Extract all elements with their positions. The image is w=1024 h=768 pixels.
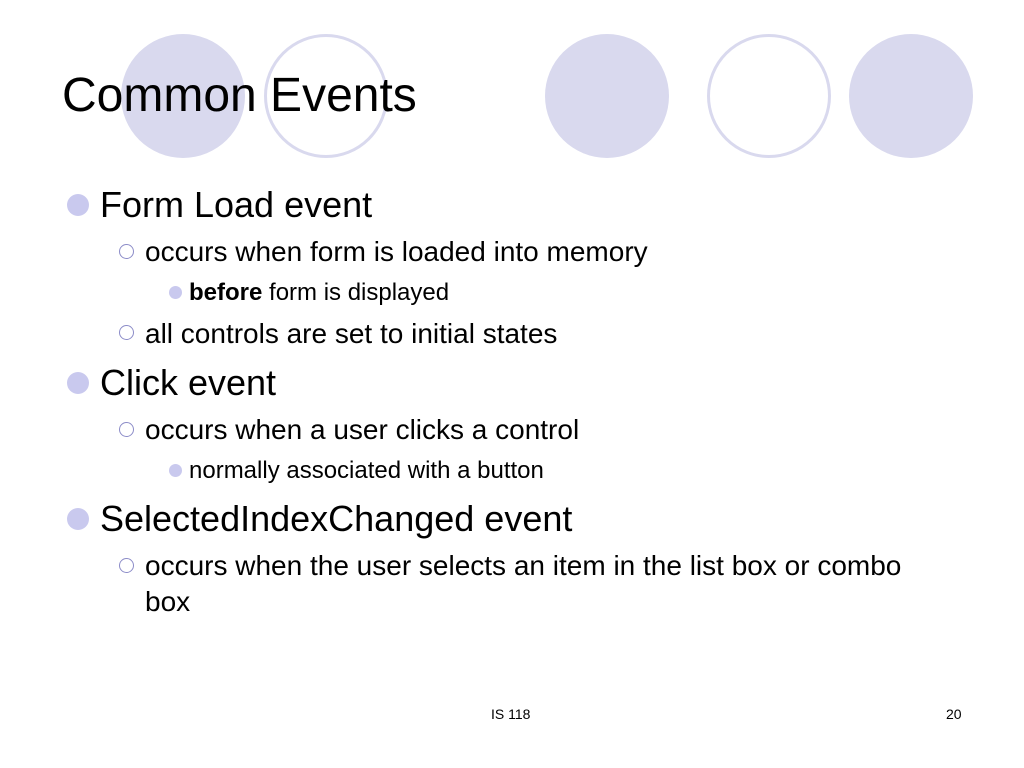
bold-text: before xyxy=(189,279,263,306)
decorative-circle-ring xyxy=(707,34,831,158)
bullet-small-icon xyxy=(169,464,182,477)
decorative-circle-filled xyxy=(545,34,669,158)
footer-course-label: IS 118 xyxy=(491,706,531,722)
slide-number: 20 xyxy=(946,706,962,722)
bullet-ring-icon xyxy=(119,422,134,437)
bullet-level2: occurs when a user clicks a control xyxy=(145,414,580,445)
bullet-level1: SelectedIndexChanged event xyxy=(100,498,573,539)
bullet-ring-icon xyxy=(119,325,134,340)
decorative-circle-filled xyxy=(121,34,245,158)
bullet-filled-icon xyxy=(67,508,89,530)
decorative-circle-ring xyxy=(264,34,388,158)
bullet-level3: before form is displayed xyxy=(189,278,449,308)
bullet-text: form is displayed xyxy=(262,279,450,306)
bullet-level2: all controls are set to initial states xyxy=(145,318,558,349)
bullet-level3: normally associated with a button xyxy=(189,457,544,484)
bullet-ring-icon xyxy=(119,244,134,259)
bullet-filled-icon xyxy=(67,194,89,216)
bullet-filled-icon xyxy=(67,372,89,394)
bullet-ring-icon xyxy=(119,558,134,573)
bullet-level1: Click event xyxy=(100,362,277,403)
bullet-small-icon xyxy=(169,286,182,299)
bullet-level2: occurs when form is loaded into memory xyxy=(145,236,648,267)
slide-title: Common Events xyxy=(62,69,417,122)
decorative-circle-filled xyxy=(849,34,973,158)
bullet-level2: occurs when the user selects an item in … xyxy=(145,550,902,617)
bullet-level1: Form Load event xyxy=(100,184,373,225)
